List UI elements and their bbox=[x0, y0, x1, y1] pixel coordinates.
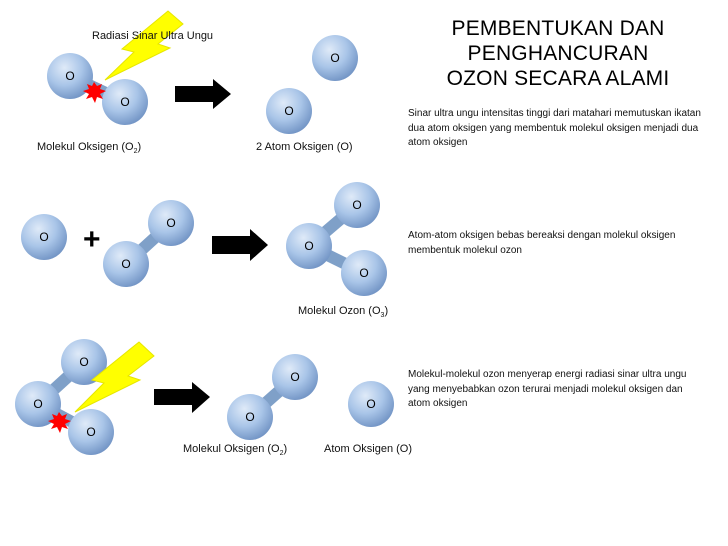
atom-symbol: O bbox=[120, 95, 129, 109]
label-subscript: 3 bbox=[380, 312, 385, 320]
oxygen-atom bbox=[348, 381, 394, 427]
oxygen-atom bbox=[266, 88, 312, 134]
title-line: PENGHANCURAN bbox=[467, 42, 649, 65]
row1-free-atoms: O O bbox=[266, 35, 358, 134]
atom-symbol: O bbox=[39, 230, 48, 244]
lightning-bolt-icon bbox=[104, 10, 184, 81]
label-text: ) bbox=[283, 443, 288, 455]
atom-symbol: O bbox=[245, 410, 254, 424]
reaction-arrow-icon bbox=[212, 229, 268, 261]
reaction-arrow-icon bbox=[154, 382, 210, 413]
oxygen-atom bbox=[341, 250, 387, 296]
title-line: PEMBENTUKAN DAN bbox=[451, 17, 665, 40]
step3-description: Molekul-molekul ozon menyerap energi rad… bbox=[408, 369, 687, 409]
step1-description: Sinar ultra ungu intensitas tinggi dari … bbox=[408, 108, 701, 148]
label-text: ) bbox=[384, 305, 389, 317]
atom-symbol: O bbox=[304, 239, 313, 253]
oxygen-atom bbox=[15, 381, 61, 427]
row2-label: Molekul Ozon (O3) bbox=[298, 305, 388, 319]
oxygen-atom bbox=[334, 182, 380, 228]
row3-right-label: Atom Oksigen (O) bbox=[324, 443, 413, 455]
atom-symbol: O bbox=[33, 397, 42, 411]
oxygen-atom bbox=[272, 354, 318, 400]
row3-free-atom: O bbox=[348, 381, 394, 427]
row2-ozone-molecule: O O O bbox=[286, 182, 387, 296]
label-text: Molekul Ozon (O bbox=[298, 305, 381, 317]
label-subscript: 2 bbox=[279, 450, 284, 458]
bond-break-burst-icon bbox=[83, 82, 106, 103]
step2-description: Atom-atom oksigen bebas bereaksi dengan … bbox=[408, 230, 676, 256]
bond-break-burst-icon bbox=[48, 412, 71, 433]
row1-right-label: 2 Atom Oksigen (O) bbox=[256, 141, 353, 153]
row3-ozone-molecule: O O O bbox=[15, 339, 114, 455]
atom-symbol: O bbox=[284, 104, 293, 118]
atom-symbol: O bbox=[121, 257, 130, 271]
row1-o2-molecule: O O bbox=[47, 53, 148, 125]
title-line: OZON SECARA ALAMI bbox=[446, 67, 670, 90]
row3-left-label: Molekul Oksigen (O2) bbox=[183, 443, 287, 457]
oxygen-atom bbox=[312, 35, 358, 81]
radiation-label: Radiasi Sinar Ultra Ungu bbox=[92, 30, 214, 42]
row1-left-label: Molekul Oksigen (O2) bbox=[37, 141, 141, 155]
atom-symbol: O bbox=[166, 216, 175, 230]
label-text: Molekul Oksigen (O bbox=[37, 141, 134, 153]
atom-symbol: O bbox=[86, 425, 95, 439]
atom-symbol: O bbox=[65, 69, 74, 83]
oxygen-atom bbox=[102, 79, 148, 125]
oxygen-atom bbox=[68, 409, 114, 455]
plus-sign: + bbox=[83, 223, 101, 256]
oxygen-atom bbox=[47, 53, 93, 99]
label-subscript: 2 bbox=[133, 148, 138, 156]
lightning-bolt-icon bbox=[74, 341, 155, 413]
reaction-arrow-icon bbox=[175, 79, 231, 109]
label-text: ) bbox=[137, 141, 142, 153]
atom-symbol: O bbox=[79, 355, 88, 369]
oxygen-atom bbox=[148, 200, 194, 246]
oxygen-atom bbox=[286, 223, 332, 269]
oxygen-atom bbox=[61, 339, 107, 385]
atom-symbol: O bbox=[290, 370, 299, 384]
oxygen-atom bbox=[227, 394, 273, 440]
row2-o2-molecule: O O bbox=[103, 200, 194, 287]
row3-o2-molecule: O O bbox=[227, 354, 318, 440]
atom-symbol: O bbox=[366, 397, 375, 411]
label-text: Molekul Oksigen (O bbox=[183, 443, 280, 455]
atom-symbol: O bbox=[330, 51, 339, 65]
oxygen-atom bbox=[21, 214, 67, 260]
page-title: PEMBENTUKAN DAN PENGHANCURAN OZON SECARA… bbox=[420, 16, 696, 91]
atom-symbol: O bbox=[352, 198, 361, 212]
atom-symbol: O bbox=[359, 266, 368, 280]
row2-free-atom: O bbox=[21, 214, 67, 260]
oxygen-atom bbox=[103, 241, 149, 287]
